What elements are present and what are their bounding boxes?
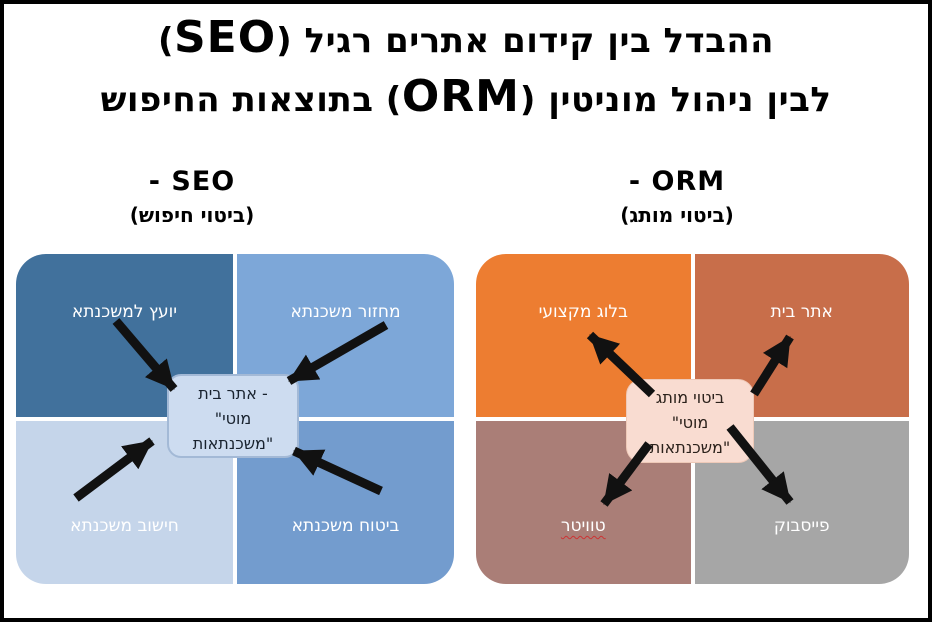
seo-heading: - SEO xyxy=(148,166,236,197)
title-orm-acronym: ORM xyxy=(401,71,520,122)
quadrant-label: פייסבוק xyxy=(773,516,830,536)
quadrant-label: ביטוח משכנתא xyxy=(291,516,400,536)
quadrant-label: יועץ למשכנתא xyxy=(71,302,178,322)
orm-subheading: (ביטוי מותג) xyxy=(620,203,734,227)
quadrant-label: חישוב משכנתא xyxy=(70,516,179,536)
quadrant-label-twitter: טוויטר xyxy=(560,516,606,536)
seo-section-header: - SEO (ביטוי חיפוש) xyxy=(42,166,342,227)
seo-center-callout: אתר בית - "מוטי משכנתאות" xyxy=(167,374,299,458)
seo-quadrant-bottom-right: ביטוח משכנתא xyxy=(237,421,454,584)
title-line-2: לבין ניהול מוניטין (ORM) בתוצאות החיפוש xyxy=(4,69,928,128)
orm-section-header: - ORM (ביטוי מותג) xyxy=(527,166,827,227)
orm-heading: - ORM xyxy=(628,166,726,197)
orm-center-callout: ביטוי מותג "מוטי משכנתאות" xyxy=(626,379,754,463)
page-title: ההבדל בין קידום אתרים רגיל (SEO) לבין ני… xyxy=(4,10,928,128)
title-seo-acronym: SEO xyxy=(173,12,277,63)
quadrant-label: מחזור משכנתא xyxy=(290,302,401,322)
title-text: לבין ניהול מוניטין ( xyxy=(519,80,832,120)
title-text: ההבדל בין קידום אתרים רגיל ( xyxy=(276,21,775,61)
title-text: ) בתוצאות החיפוש xyxy=(100,80,402,120)
title-text: ) xyxy=(157,21,174,61)
seo-subheading: (ביטוי חיפוש) xyxy=(129,203,255,227)
title-line-1: ההבדל בין קידום אתרים רגיל (SEO) xyxy=(4,10,928,69)
quadrant-label: אתר בית xyxy=(770,302,833,322)
quadrant-label: בלוג מקצועי xyxy=(538,302,628,322)
